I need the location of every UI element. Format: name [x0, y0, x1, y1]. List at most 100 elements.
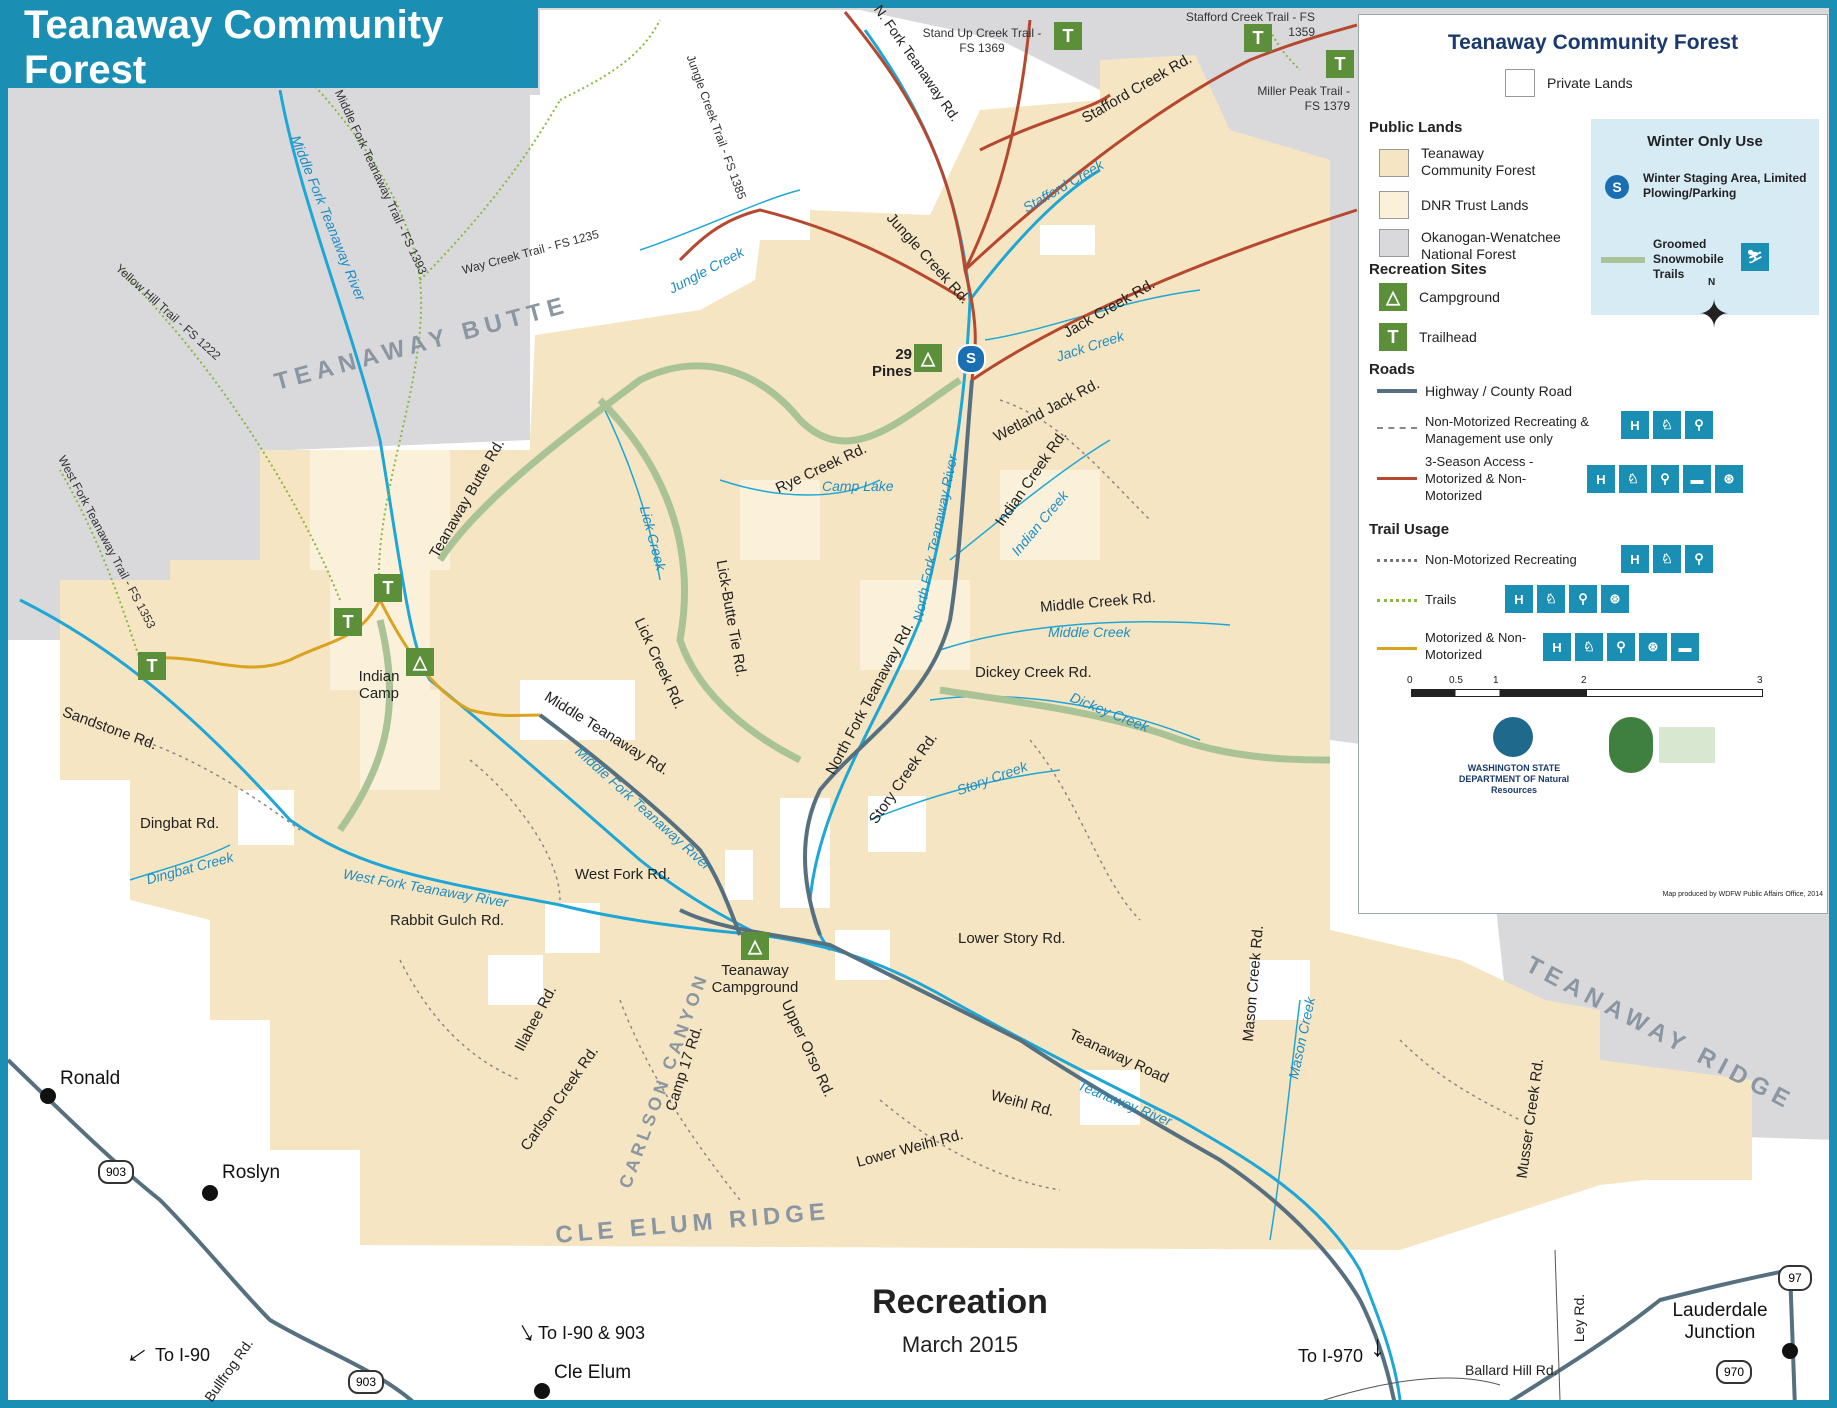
groomed-trail — [939, 686, 1331, 764]
north-arrow-icon: ✦ — [1698, 294, 1730, 336]
north-label: N — [1708, 277, 1716, 288]
site-label: Teanaway Campground — [711, 962, 799, 996]
groomed-swatch — [1601, 257, 1645, 263]
scale-tick: 3 — [1757, 675, 1763, 686]
bike-icon: ⚲ — [1607, 633, 1635, 661]
map-title: Teanaway Community Forest — [8, 3, 538, 92]
bike-icon: ⚲ — [1685, 545, 1713, 573]
town-marker — [202, 1185, 218, 1201]
trailhead-icon[interactable]: T — [1244, 24, 1272, 52]
direction-label: To I-970 — [1298, 1346, 1364, 1366]
trail-label: Stafford Creek Trail - FS 1359 — [1185, 10, 1315, 39]
creek — [639, 189, 801, 251]
legend-item: Non-Motorized Recreating & Management us… — [1425, 414, 1590, 446]
legend-item: Non-Motorized Recreating — [1425, 552, 1577, 567]
trail-label: Stand Up Creek Trail - FS 1369 — [922, 26, 1042, 55]
creek — [949, 439, 1111, 561]
road-label: Dingbat Rd. — [140, 815, 220, 832]
town-marker — [534, 1383, 550, 1399]
legend-item: Trailhead — [1419, 329, 1477, 345]
horse-icon: ♘ — [1653, 411, 1681, 439]
hiker-icon: H — [1587, 465, 1615, 493]
route-shield: 970 — [1716, 1360, 1752, 1384]
private-land — [1040, 225, 1095, 255]
motorized-trail-swatch — [1377, 647, 1417, 650]
horse-icon: ♘ — [1619, 465, 1647, 493]
campground-icon: △ — [1379, 283, 1407, 311]
county-road — [679, 908, 1397, 1406]
bike-icon: ⚲ — [1569, 585, 1597, 613]
legend-section: Roads — [1369, 361, 1415, 378]
hiker-icon: H — [1621, 411, 1649, 439]
trail — [59, 469, 141, 661]
trail — [559, 19, 661, 101]
forest-swatch — [1379, 149, 1409, 177]
private-land — [725, 850, 753, 900]
trail — [119, 269, 341, 601]
trailhead-icon[interactable]: T — [334, 608, 362, 636]
national-forest-swatch — [1379, 229, 1409, 257]
trail — [289, 59, 423, 601]
winter-heading: Winter Only Use — [1647, 133, 1763, 150]
campground-icon[interactable]: △ — [406, 648, 434, 676]
map-legend: Teanaway Community Forest Private Lands … — [1358, 14, 1828, 914]
highway — [1788, 1269, 1797, 1408]
town-marker — [40, 1088, 56, 1104]
groomed-trail — [437, 362, 962, 562]
management-road — [139, 739, 301, 831]
trails-swatch — [1377, 599, 1417, 602]
scale-tick: 1 — [1493, 675, 1499, 686]
water-label: Middle Creek — [1048, 624, 1131, 640]
dnr-logo — [1493, 717, 1533, 757]
trailhead-icon[interactable]: T — [374, 574, 402, 602]
three-season-road — [971, 208, 1358, 382]
campground-icon[interactable]: △ — [914, 344, 942, 372]
legend-item: Winter Staging Area, Limited Plowing/Par… — [1643, 171, 1807, 200]
three-season-road — [979, 93, 1111, 152]
nonmotorized-trail-swatch — [1377, 559, 1417, 562]
trailhead-icon[interactable]: T — [1054, 22, 1082, 50]
road-label: West Fork Rd. — [575, 866, 671, 883]
horse-icon: ♘ — [1537, 585, 1565, 613]
road-label: Dickey Creek Rd. — [975, 664, 1092, 681]
atv-icon: ▬ — [1671, 633, 1699, 661]
legend-item: Motorized & Non-Motorized — [1425, 630, 1527, 662]
route-shield: 97 — [1778, 1265, 1812, 1291]
trailhead-icon[interactable]: T — [138, 652, 166, 680]
creek — [599, 399, 661, 581]
bike-icon: ⚲ — [1651, 465, 1679, 493]
wdfw-logo — [1659, 727, 1715, 763]
campground-icon[interactable]: △ — [741, 932, 769, 960]
agency-label: WASHINGTON STATE DEPARTMENT OF Natural R… — [1458, 763, 1570, 795]
creek — [939, 621, 1231, 651]
direction-label: To I-90 — [155, 1345, 211, 1365]
winter-use-panel: Winter Only Use S Winter Staging Area, L… — [1591, 119, 1819, 315]
private-lands-swatch — [1505, 69, 1535, 97]
legend-section: Recreation Sites — [1369, 261, 1487, 278]
site-label: Indian Camp — [358, 668, 400, 702]
hiker-icon: H — [1621, 545, 1649, 573]
map-date: March 2015 — [901, 1332, 1019, 1357]
horse-icon: ♘ — [1653, 545, 1681, 573]
private-land — [545, 903, 600, 953]
trailhead-icon[interactable]: T — [1326, 50, 1354, 78]
highway-swatch — [1377, 389, 1417, 393]
route-shield: 903 — [348, 1370, 384, 1394]
county-road — [803, 379, 974, 936]
credit-label: Map produced by WDFW Public Affairs Offi… — [1662, 891, 1823, 898]
private-land — [488, 955, 543, 1005]
snowmobile-icon: ⛷ — [1741, 243, 1769, 271]
scale-bar — [1411, 689, 1763, 697]
private-land — [1250, 960, 1310, 1020]
three-season-road — [678, 208, 966, 302]
road-label: Ballard Hill Rd. — [1465, 1362, 1558, 1378]
legend-item: Okanogan-Wenatchee National Forest — [1421, 229, 1561, 262]
winter-staging-icon[interactable]: S — [956, 344, 986, 374]
town-label: Ronald — [60, 1068, 121, 1089]
three-season-road — [963, 23, 1358, 272]
scale-tick: 2 — [1581, 675, 1587, 686]
legend-item: 3-Season Access - Motorized & Non-Motori… — [1425, 454, 1534, 503]
creek — [869, 769, 1061, 821]
management-road — [1029, 739, 1141, 921]
scale-tick: 0.5 — [1449, 675, 1463, 686]
